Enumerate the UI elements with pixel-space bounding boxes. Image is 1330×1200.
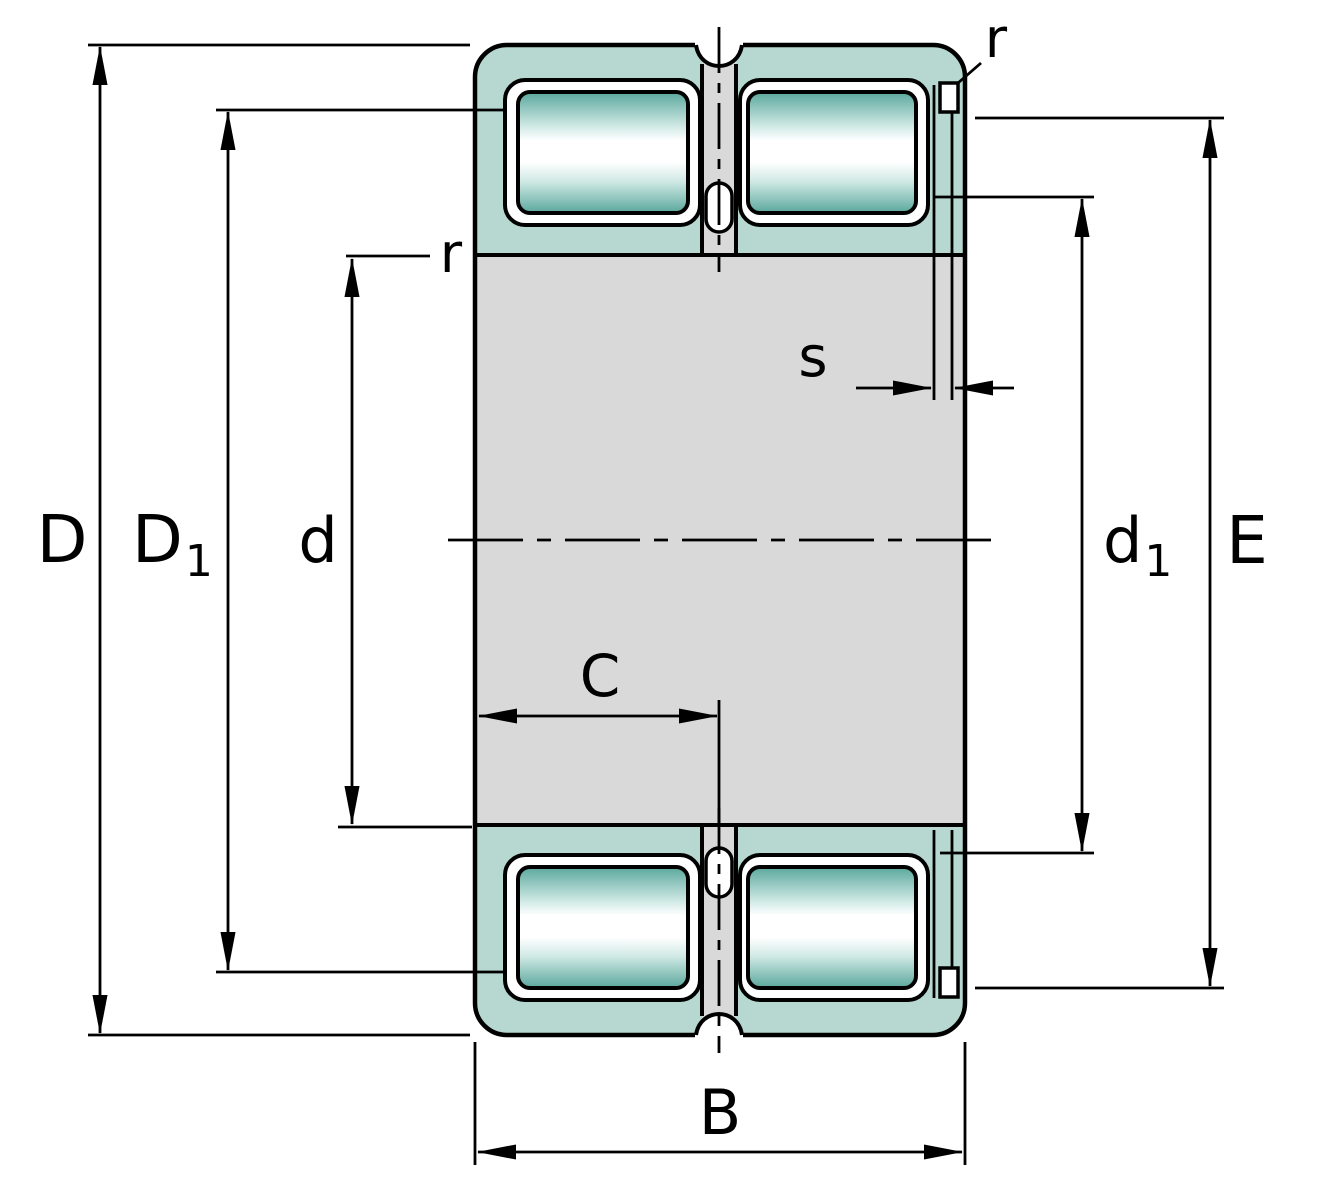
dimension-D1: D1 — [132, 108, 505, 974]
label-base: D — [132, 501, 183, 578]
dimension-label-d1: d1 — [1103, 504, 1172, 587]
bearing-body — [472, 38, 968, 1042]
dimension-label-C: C — [580, 642, 621, 710]
dimension-d1: d1 — [934, 195, 1172, 855]
dimension-label-d: d — [298, 504, 337, 577]
dimension-label-B: B — [699, 1076, 742, 1149]
dimension-label-D1: D1 — [132, 501, 213, 587]
centerlines — [448, 27, 992, 1053]
dimension-label-E: E — [1226, 502, 1268, 579]
dimension-label-D: D — [37, 501, 88, 578]
fillet-label-r-right: r — [985, 7, 1008, 70]
dimension-C: C — [477, 642, 719, 724]
dimension-d: d — [298, 257, 472, 829]
roller-bottom-left — [516, 865, 690, 990]
dimension-s: s — [798, 325, 1014, 396]
fillet-label-r-left: r — [440, 222, 463, 285]
roller-top-right — [746, 90, 918, 215]
roller-bottom-right — [746, 865, 918, 990]
label-base: d — [1103, 504, 1142, 577]
fillet-radius-right: r — [957, 7, 1008, 85]
dimension-label-s: s — [798, 325, 827, 390]
label-subscript: 1 — [1144, 536, 1172, 587]
snap-ring-bottom — [938, 966, 960, 999]
dimension-E: E — [975, 116, 1268, 990]
label-subscript: 1 — [185, 536, 213, 587]
roller-top-left — [516, 90, 690, 215]
leader-line — [957, 61, 982, 85]
snap-ring-top — [938, 81, 960, 114]
fillet-radius-left: r — [346, 222, 463, 285]
dimension-D: D — [37, 43, 470, 1037]
dimension-B: B — [473, 1042, 967, 1165]
